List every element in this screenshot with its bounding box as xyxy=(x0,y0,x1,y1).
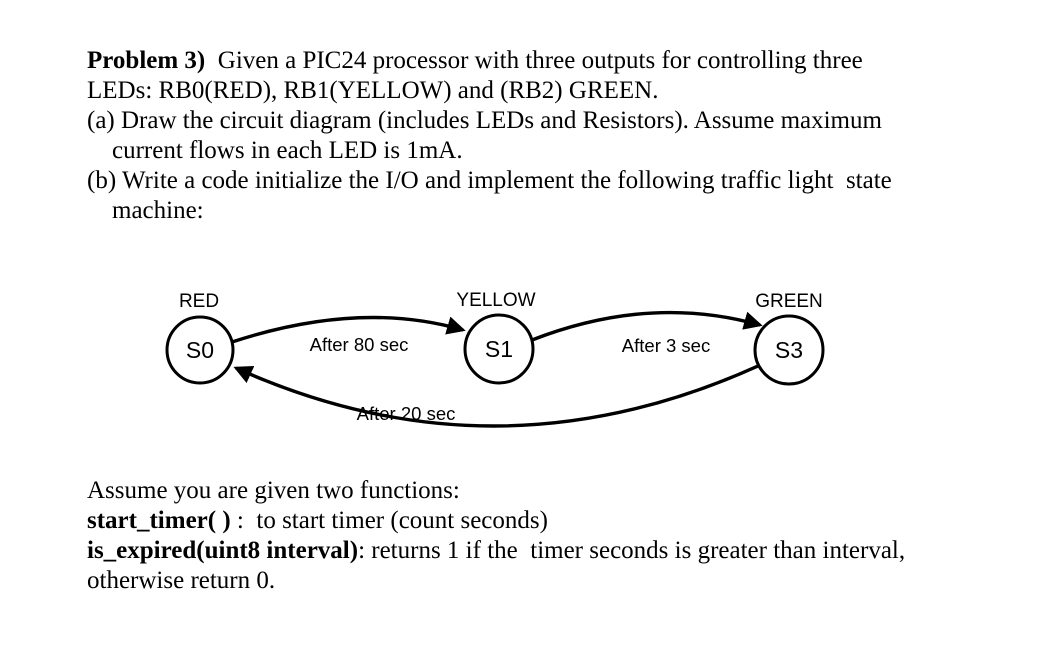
transition-s3-s0-arc xyxy=(233,364,759,428)
function-start-timer-desc: : to start timer (count seconds) xyxy=(230,507,548,534)
state-s0-circle xyxy=(165,315,235,385)
functions-note: Assume you are given two functions: star… xyxy=(87,476,905,596)
transition-s0-s1-label: After 80 sec xyxy=(310,334,409,355)
problem-intro-line1-text: Given a PIC24 processor with three outpu… xyxy=(205,47,863,74)
problem-label: Problem 3) xyxy=(87,47,206,74)
state-s3-circle xyxy=(753,314,825,386)
item-b-line2: machine: xyxy=(112,197,204,224)
state-s1-color-label: YELLOW xyxy=(456,290,535,311)
state-s1-circle xyxy=(463,313,535,385)
function-is-expired-line: is_expired(uint8 interval): returns 1 if… xyxy=(87,536,905,566)
function-start-timer-name: start_timer( ) xyxy=(87,507,231,534)
state-s2-color-label: GREEN xyxy=(755,291,823,312)
state-s0-color-label: RED xyxy=(179,291,219,312)
transition-s3-s0-label: After 20 sec xyxy=(357,403,456,424)
transition-s1-s3-arc xyxy=(531,310,763,342)
state-s0-id: S0 xyxy=(186,337,214,363)
state-s3-id: S3 xyxy=(775,337,803,363)
item-a-line1: (a) Draw the circuit diagram (includes L… xyxy=(87,107,882,134)
functions-intro: Assume you are given two functions: xyxy=(87,477,460,504)
problem-intro-line1: Problem 3) Given a PIC24 processor with … xyxy=(87,46,892,76)
problem-intro-line2: LEDs: RB0(RED), RB1(YELLOW) and (RB2) GR… xyxy=(87,77,659,104)
item-b-line1: (b) Write a code initialize the I/O and … xyxy=(87,167,892,194)
function-is-expired-line2: otherwise return 0. xyxy=(87,567,276,594)
function-is-expired-desc: : returns 1 if the timer seconds is grea… xyxy=(358,537,906,564)
function-is-expired-name: is_expired(uint8 interval) xyxy=(87,537,359,564)
state-s1-id: S1 xyxy=(485,336,513,362)
item-a-line2: current flows in each LED is 1mA. xyxy=(112,137,463,164)
function-start-timer-line: start_timer( ) : to start timer (count s… xyxy=(87,506,905,536)
transition-s0-s1-arc xyxy=(231,315,466,344)
problem-statement: Problem 3) Given a PIC24 processor with … xyxy=(87,46,892,226)
transition-s1-s3-label: After 3 sec xyxy=(622,335,710,356)
